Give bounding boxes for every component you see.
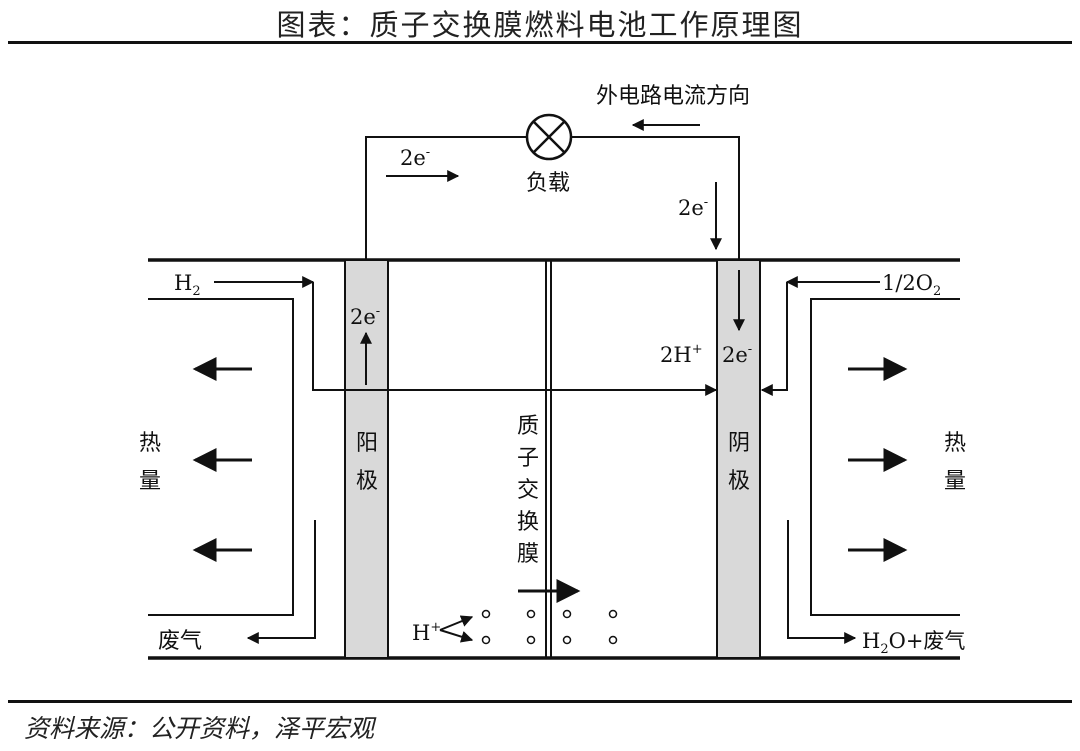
heat-left-label-1: 热 (139, 431, 161, 456)
heat-left-label-2: 量 (139, 469, 161, 494)
heat-right-label-2: 量 (944, 469, 966, 494)
right-gas-channel-inner (810, 298, 960, 616)
anode-plate (344, 259, 389, 659)
source-note: 资料来源：公开资料，泽平宏观 (24, 714, 375, 743)
external-wire-left (365, 136, 527, 260)
exhaust-right-label: H2O+废气 (862, 629, 965, 657)
top-divider (8, 41, 1072, 44)
load-icon (525, 113, 573, 161)
hydrogen-inlet-label: H2 (174, 271, 201, 299)
exhaust-right-arrow (787, 520, 857, 644)
membrane-label-5: 膜 (517, 542, 539, 567)
oxygen-feed-line (760, 282, 788, 396)
proton-pair-label: 2H+ (660, 342, 703, 367)
proton-arrow-up (439, 615, 474, 631)
heat-right-label-1: 热 (944, 431, 966, 456)
membrane-label-1: 质 (517, 414, 539, 439)
proton-label: H+ (412, 620, 441, 645)
membrane-label-3: 交 (517, 478, 539, 503)
electron-label-top-left: 2e- (400, 145, 430, 170)
proton-dots (481, 609, 618, 645)
exhaust-left-arrow (246, 520, 316, 644)
electron-label-top-right: 2e- (678, 195, 708, 220)
external-wire-right (571, 136, 740, 260)
anode-label-2: 极 (356, 469, 378, 494)
anode-label-1: 阳 (356, 431, 378, 456)
cathode-label-1: 阴 (728, 431, 750, 456)
membrane-label-2: 子 (517, 446, 539, 471)
exhaust-left-label: 废气 (158, 629, 202, 654)
external-circuit-label: 外电路电流方向 (596, 84, 750, 109)
proton-arrow-down (439, 629, 474, 643)
electron-label-anode: 2e- (350, 304, 380, 329)
load-label: 负载 (526, 171, 570, 196)
left-gas-channel-inner (148, 298, 294, 616)
page-title: 图表：质子交换膜燃料电池工作原理图 (276, 8, 804, 42)
electron-label-cathode: 2e- (722, 342, 752, 367)
cathode-label-2: 极 (728, 469, 750, 494)
membrane-label-4: 换 (517, 510, 539, 535)
oxygen-inlet-label: 1/2O2 (882, 271, 941, 299)
proton-path-line (312, 282, 718, 396)
bottom-divider (8, 700, 1072, 703)
